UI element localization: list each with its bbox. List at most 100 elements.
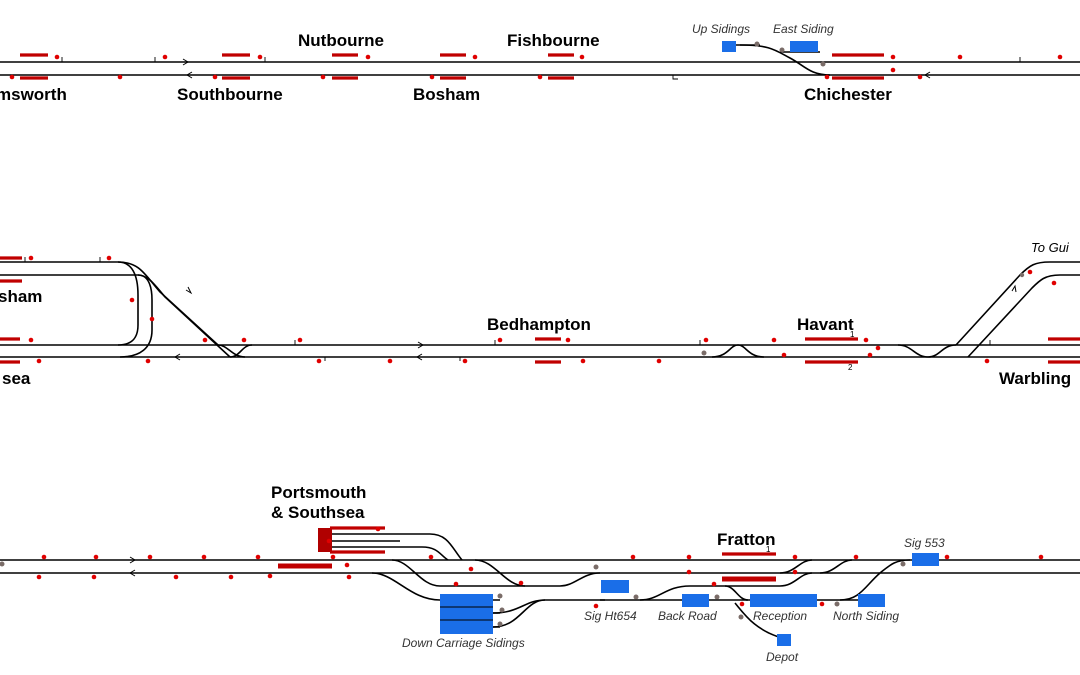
signal[interactable] bbox=[316, 358, 322, 364]
signal[interactable] bbox=[739, 601, 745, 607]
signal[interactable] bbox=[984, 358, 990, 364]
down-carriage-sidings-block[interactable] bbox=[440, 594, 493, 634]
back-road-block[interactable] bbox=[682, 594, 709, 607]
signal[interactable] bbox=[375, 526, 381, 532]
signal[interactable] bbox=[579, 54, 585, 60]
signal[interactable] bbox=[853, 554, 859, 560]
signal[interactable] bbox=[565, 337, 571, 343]
signal[interactable] bbox=[711, 581, 717, 587]
signal[interactable] bbox=[497, 337, 503, 343]
signal[interactable] bbox=[890, 54, 896, 60]
signal[interactable] bbox=[129, 297, 135, 303]
signal[interactable] bbox=[593, 603, 599, 609]
signal[interactable] bbox=[819, 601, 825, 607]
shunt-signal[interactable] bbox=[834, 601, 840, 607]
signal[interactable] bbox=[686, 569, 692, 575]
signal[interactable] bbox=[91, 574, 97, 580]
signal[interactable] bbox=[28, 337, 34, 343]
signal[interactable] bbox=[824, 74, 830, 80]
signal[interactable] bbox=[771, 337, 777, 343]
shunt-signal[interactable] bbox=[633, 594, 639, 600]
shunt-signal[interactable] bbox=[593, 564, 599, 570]
shunt-signal[interactable] bbox=[754, 41, 760, 47]
signal[interactable] bbox=[344, 562, 350, 568]
signal[interactable] bbox=[36, 358, 42, 364]
signal[interactable] bbox=[365, 54, 371, 60]
signal[interactable] bbox=[917, 74, 923, 80]
signal[interactable] bbox=[792, 569, 798, 575]
signal[interactable] bbox=[428, 554, 434, 560]
signal[interactable] bbox=[41, 554, 47, 560]
signal[interactable] bbox=[1051, 280, 1057, 286]
signal[interactable] bbox=[241, 337, 247, 343]
signal[interactable] bbox=[468, 566, 474, 572]
fratton-loop-1 bbox=[474, 559, 526, 587]
signal[interactable] bbox=[537, 74, 543, 80]
depot-block[interactable] bbox=[777, 634, 791, 646]
signal[interactable] bbox=[36, 574, 42, 580]
sig-ht654-block[interactable] bbox=[601, 580, 629, 593]
signal[interactable] bbox=[781, 352, 787, 358]
signal[interactable] bbox=[267, 573, 273, 579]
shunt-signal[interactable] bbox=[1019, 272, 1025, 278]
reception-block[interactable] bbox=[750, 594, 817, 607]
shunt-signal[interactable] bbox=[0, 561, 5, 567]
signal[interactable] bbox=[580, 358, 586, 364]
signal[interactable] bbox=[1027, 269, 1033, 275]
shunt-signal[interactable] bbox=[820, 61, 826, 67]
signal[interactable] bbox=[147, 554, 153, 560]
signal[interactable] bbox=[326, 538, 332, 544]
signal[interactable] bbox=[228, 574, 234, 580]
signal[interactable] bbox=[54, 54, 60, 60]
shunt-signal[interactable] bbox=[779, 47, 785, 53]
signal[interactable] bbox=[162, 54, 168, 60]
shunt-signal[interactable] bbox=[497, 593, 503, 599]
sig-553-block[interactable] bbox=[912, 553, 939, 566]
signal[interactable] bbox=[429, 74, 435, 80]
signal[interactable] bbox=[330, 554, 336, 560]
signal[interactable] bbox=[257, 54, 263, 60]
signal[interactable] bbox=[1038, 554, 1044, 560]
signal[interactable] bbox=[518, 580, 524, 586]
signal[interactable] bbox=[106, 255, 112, 261]
signal[interactable] bbox=[472, 54, 478, 60]
signal[interactable] bbox=[202, 337, 208, 343]
signal[interactable] bbox=[703, 337, 709, 343]
signal[interactable] bbox=[875, 345, 881, 351]
signal[interactable] bbox=[201, 554, 207, 560]
signal[interactable] bbox=[686, 554, 692, 560]
signal[interactable] bbox=[656, 358, 662, 364]
signal[interactable] bbox=[792, 554, 798, 560]
signal[interactable] bbox=[149, 316, 155, 322]
signal[interactable] bbox=[173, 574, 179, 580]
signal[interactable] bbox=[863, 337, 869, 343]
signal[interactable] bbox=[255, 554, 261, 560]
north-siding-block[interactable] bbox=[858, 594, 885, 607]
signal[interactable] bbox=[890, 67, 896, 73]
signal[interactable] bbox=[453, 581, 459, 587]
signal[interactable] bbox=[212, 74, 218, 80]
signal[interactable] bbox=[346, 574, 352, 580]
signal[interactable] bbox=[944, 554, 950, 560]
signal[interactable] bbox=[630, 554, 636, 560]
shunt-signal[interactable] bbox=[738, 614, 744, 620]
signal[interactable] bbox=[145, 358, 151, 364]
signal[interactable] bbox=[117, 74, 123, 80]
signal[interactable] bbox=[957, 54, 963, 60]
shunt-signal[interactable] bbox=[499, 607, 505, 613]
signal[interactable] bbox=[28, 255, 34, 261]
signal[interactable] bbox=[297, 337, 303, 343]
signal[interactable] bbox=[9, 74, 15, 80]
signal[interactable] bbox=[1057, 54, 1063, 60]
shunt-signal[interactable] bbox=[900, 561, 906, 567]
up-sidings-block[interactable] bbox=[722, 41, 736, 52]
shunt-signal[interactable] bbox=[701, 350, 707, 356]
signal[interactable] bbox=[387, 358, 393, 364]
signal[interactable] bbox=[93, 554, 99, 560]
signal[interactable] bbox=[867, 352, 873, 358]
shunt-signal[interactable] bbox=[497, 621, 503, 627]
signal[interactable] bbox=[320, 74, 326, 80]
east-siding-block[interactable] bbox=[790, 41, 818, 52]
shunt-signal[interactable] bbox=[714, 594, 720, 600]
signal[interactable] bbox=[462, 358, 468, 364]
